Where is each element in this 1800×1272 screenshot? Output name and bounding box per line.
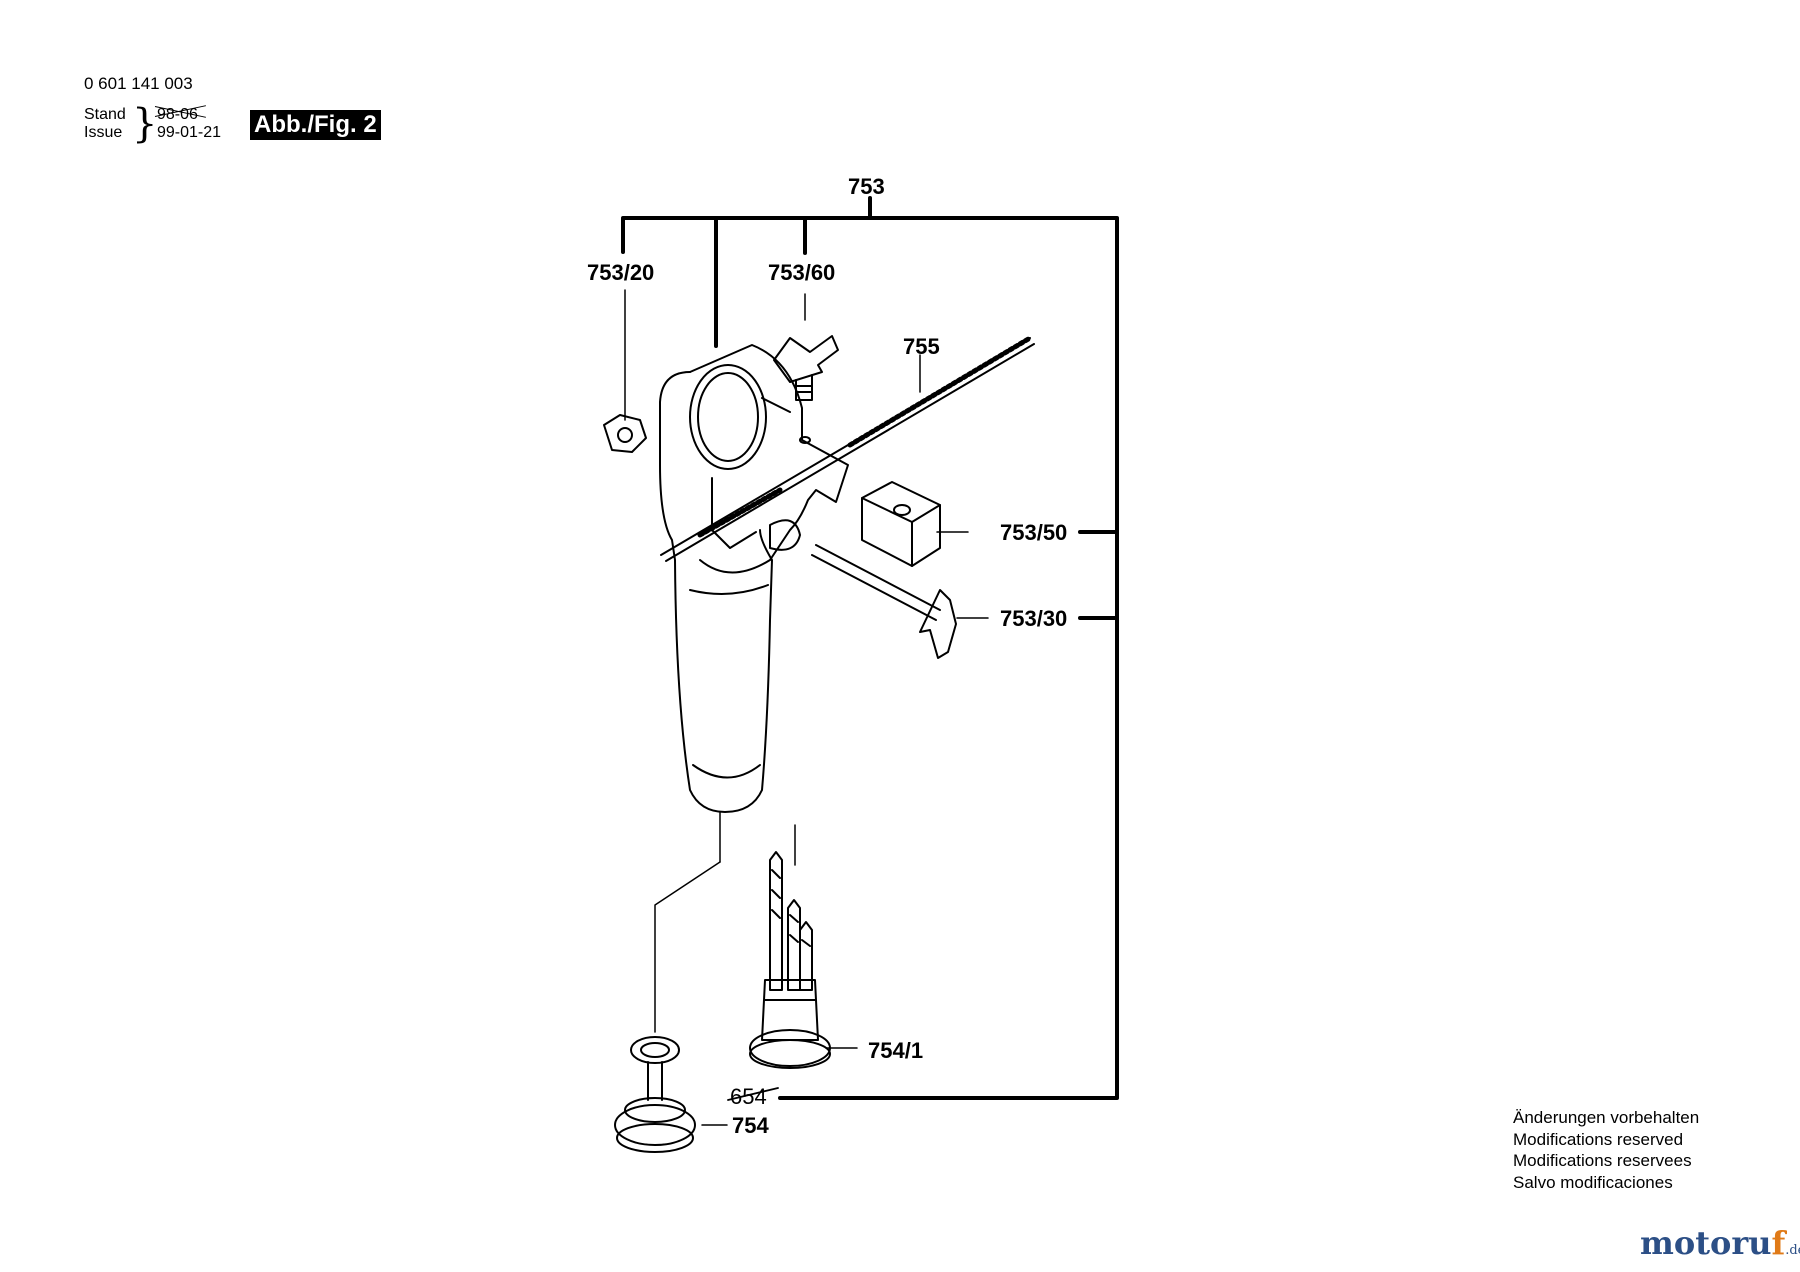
figure-badge: Abb./Fig. 2 — [250, 110, 381, 140]
note-es: Salvo modificaciones — [1513, 1172, 1673, 1192]
callout-654-struck: 654 — [730, 1084, 767, 1109]
part-number: 0 601 141 003 — [84, 74, 193, 93]
wing-screw-753-60 — [773, 335, 839, 444]
note-de: Änderungen vorbehalten — [1513, 1108, 1700, 1127]
note-en: Modifications reserved — [1513, 1129, 1684, 1149]
threaded-rod-755 — [660, 335, 1035, 562]
stand-label: Stand — [84, 106, 126, 123]
hex-nut-753-20 — [603, 414, 647, 453]
callout-755: 755 — [903, 334, 940, 359]
brace-icon: } — [132, 101, 158, 147]
logo-tld: .de — [1785, 1243, 1800, 1258]
handle-body — [659, 344, 849, 813]
motoruf-logo: motoruf.de — [1640, 1224, 1800, 1262]
callout-753: 753 — [848, 174, 885, 199]
callout-753-60: 753/60 — [768, 260, 835, 285]
callout-753-20: 753/20 — [587, 260, 654, 285]
logo-main: motoru — [1640, 1224, 1772, 1262]
depth-stop-754 — [614, 1036, 696, 1153]
callout-753-50: 753/50 — [1000, 520, 1067, 545]
strike-654 — [727, 1087, 779, 1101]
callout-753-30: 753/30 — [1000, 606, 1067, 631]
old-date: 98-06 — [157, 106, 198, 123]
logo-accent: f — [1771, 1224, 1786, 1262]
callout-754: 754 — [732, 1113, 769, 1138]
depth-block-753-50 — [861, 481, 941, 567]
drill-bit-holder-754-1 — [749, 851, 831, 1069]
callout-754-1: 754/1 — [868, 1038, 923, 1063]
clamping-screw-753-30 — [769, 519, 957, 659]
issue-label: Issue — [84, 124, 123, 141]
group-bracket — [621, 196, 1119, 1100]
modification-notes: Änderungen vorbehalten Modifications res… — [1513, 1107, 1699, 1193]
note-fr: Modifications reservees — [1513, 1151, 1692, 1170]
leader-lines — [624, 289, 989, 1126]
new-date: 99-01-21 — [157, 124, 222, 141]
